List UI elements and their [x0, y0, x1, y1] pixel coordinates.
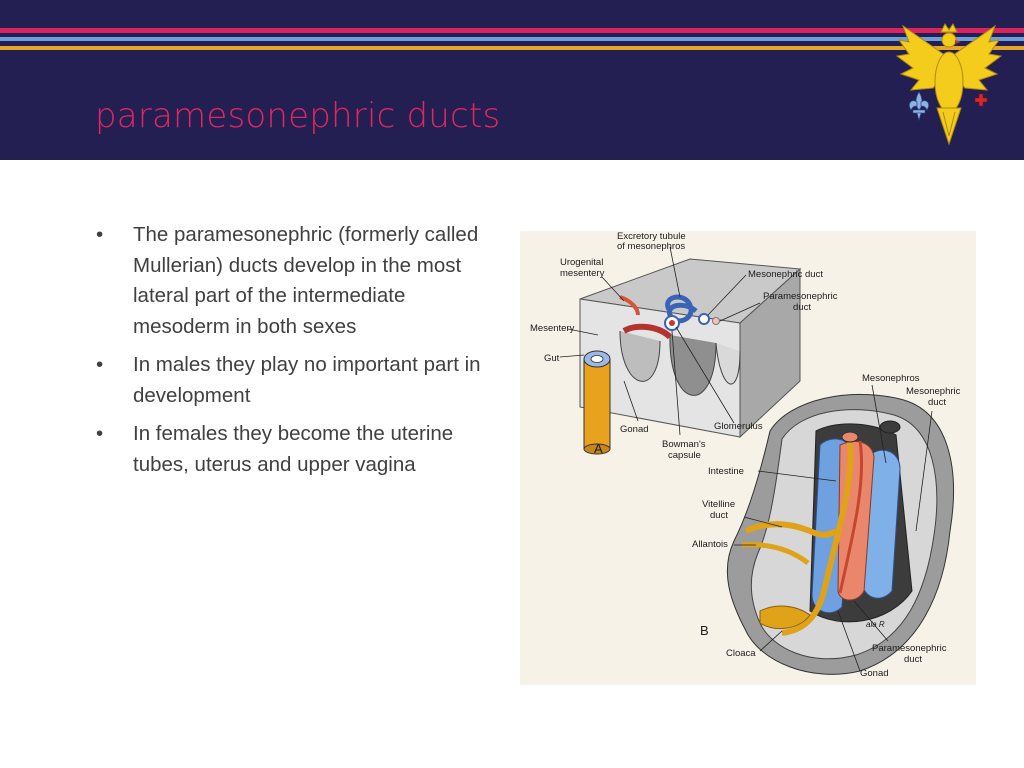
stripe-blue	[0, 37, 1024, 41]
bullet-item: • The paramesonephric (formerly called Mu…	[96, 220, 496, 342]
label-gut: Gut	[544, 353, 560, 364]
label-mesonephric-b-2: duct	[928, 397, 946, 408]
label-gonad-b: Gonad	[860, 668, 889, 679]
label-paramesonephric-b: Paramesonephric	[872, 643, 947, 654]
eagle-emblem-icon	[895, 23, 1003, 146]
embryology-figure: Excretory tubule of mesonephros Urogenit…	[520, 231, 976, 685]
label-paramesonephric-b-2: duct	[904, 654, 922, 665]
label-gonad-a: Gonad	[620, 424, 649, 435]
bullet-text: The paramesonephric (formerly called Mul…	[133, 223, 479, 338]
slide-title: paramesonephric ducts	[95, 96, 501, 136]
bullet-marker: •	[96, 353, 104, 376]
bullet-item: • In males they play no important part in…	[96, 350, 496, 411]
label-excretory-tubule: Excretory tubule	[617, 231, 686, 242]
bullet-text: In males they play no important part in …	[133, 353, 481, 407]
label-intestine: Intestine	[708, 466, 744, 477]
label-excretory-tubule-2: of mesonephros	[617, 241, 685, 252]
label-urogenital: Urogenital	[560, 257, 603, 268]
label-mesonephros: Mesonephros	[862, 373, 920, 384]
label-allantois: Allantois	[692, 539, 728, 550]
label-cloaca: Cloaca	[726, 648, 756, 659]
bullet-marker: •	[96, 223, 104, 246]
label-bowmans-2: capsule	[668, 450, 701, 461]
label-glomerulus: Glomerulus	[714, 421, 763, 432]
label-vitelline-2: duct	[710, 510, 728, 521]
figure-drawing: Excretory tubule of mesonephros Urogenit…	[530, 231, 961, 679]
label-paramesonephric-a: Paramesonephric	[763, 291, 838, 302]
stripe-pink	[0, 28, 1024, 33]
bullet-text: In females they become the uterine tubes…	[133, 422, 454, 476]
label-bowmans: Bowman's	[662, 439, 706, 450]
label-urogenital-2: mesentery	[560, 268, 605, 279]
label-mesonephric-b: Mesonephric	[906, 386, 961, 397]
label-vitelline: Vitelline	[702, 499, 735, 510]
label-mesonephric-duct-a: Mesonephric duct	[748, 269, 823, 280]
cross-icon	[974, 93, 988, 107]
stripe-gold	[0, 46, 1024, 50]
bullet-item: • In females they become the uterine tube…	[96, 419, 496, 480]
label-mesentery: Mesentery	[530, 323, 575, 334]
label-panel-b: B	[700, 623, 709, 638]
header-band: paramesonephric ducts	[0, 0, 1024, 160]
label-signature: ala R	[866, 620, 885, 629]
label-panel-a: A	[594, 441, 603, 456]
label-paramesonephric-a-2: duct	[793, 302, 811, 313]
bullet-list: • The paramesonephric (formerly called Mu…	[96, 220, 496, 488]
bullet-marker: •	[96, 422, 104, 445]
fleur-de-lis-icon	[909, 91, 929, 122]
